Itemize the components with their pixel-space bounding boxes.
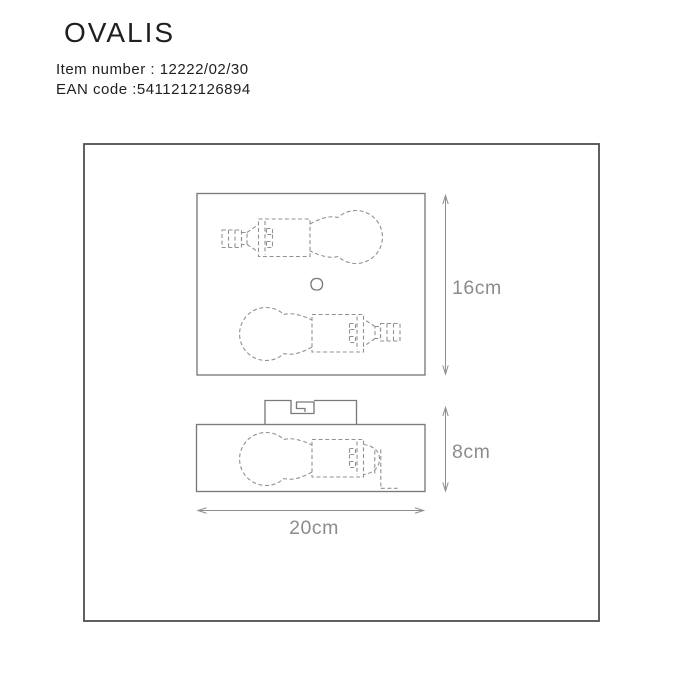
socket-flare: [246, 224, 259, 253]
lamp-cap-threads: [227, 230, 236, 248]
arrow-up-icon: [442, 193, 449, 205]
socket-contact-upper: [348, 460, 357, 469]
socket-contact-lower: [348, 447, 357, 456]
bulb-glass: [239, 306, 313, 362]
socket-contact-upper: [265, 227, 274, 236]
socket-body: [311, 313, 365, 353]
mounting-bracket: [264, 399, 358, 425]
socket-contact-upper: [348, 335, 357, 344]
bulb-assembly-top: [221, 209, 383, 265]
bulb-glass: [239, 431, 313, 487]
arrow-down-icon: [442, 482, 449, 493]
dimension-side-view-height: 8cm: [442, 405, 490, 493]
bulb-assembly-side: [239, 431, 398, 489]
lamp-collar: [374, 325, 382, 340]
side-view-drawing: [195, 399, 426, 493]
arrow-down-icon: [442, 365, 449, 376]
dimension-label: 8cm: [452, 441, 490, 463]
socket-body: [257, 218, 311, 258]
dimension-label: 16cm: [452, 277, 502, 299]
bracket-outline: [264, 399, 358, 425]
power-cable: [380, 449, 398, 489]
arrow-left-icon: [196, 507, 207, 514]
lamp-cap: [379, 322, 401, 342]
socket-dome: [363, 443, 381, 476]
dimension-top-view-height: 16cm: [442, 193, 502, 376]
keyhole-slot: [290, 399, 315, 415]
lamp-cap: [221, 229, 243, 249]
mounting-hole: [310, 277, 324, 291]
socket-contact-lower: [348, 322, 357, 331]
arrow-right-icon: [414, 507, 426, 514]
drawing-frame-border: [83, 143, 600, 622]
bulb-assembly-bottom: [239, 306, 401, 362]
arrow-up-icon: [442, 405, 449, 417]
ean-code: EAN code :5411212126894: [56, 81, 251, 98]
lamp-collar: [240, 231, 248, 246]
top-view-drawing: [196, 192, 426, 376]
dimension-label: 20cm: [289, 517, 339, 539]
item-number: Item number : 12222/02/30: [56, 61, 249, 78]
lamp-cap-threads: [386, 323, 395, 341]
fixture-body-outline: [195, 423, 426, 493]
product-name: OVALIS: [64, 17, 176, 48]
top-view-outline: [196, 192, 426, 376]
socket-flare: [363, 318, 376, 347]
dimension-overall-width: 20cm: [196, 507, 426, 539]
bulb-glass: [309, 209, 383, 265]
socket-contact-lower: [265, 240, 274, 249]
socket-body: [311, 438, 365, 478]
